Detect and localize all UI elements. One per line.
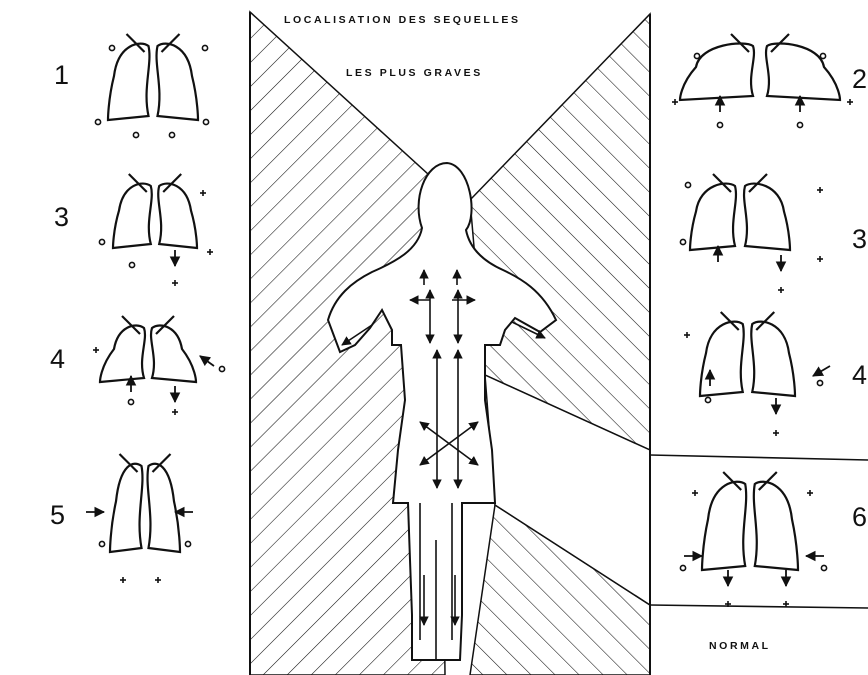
lung-sketch-1 bbox=[95, 34, 208, 138]
lung-sketch-3 bbox=[99, 174, 213, 286]
right-number-2: 3 bbox=[852, 224, 867, 255]
lung-sketch-4b bbox=[684, 312, 830, 436]
left-number-3: 4 bbox=[50, 344, 65, 375]
normal-label: NORMAL bbox=[709, 640, 771, 652]
lung-sketch-4 bbox=[93, 316, 225, 415]
lung-sketch-3b bbox=[680, 174, 823, 293]
right-number-1: 2 bbox=[852, 64, 867, 95]
right-number-3: 4 bbox=[852, 360, 867, 391]
left-number-2: 3 bbox=[54, 202, 69, 233]
left-number-1: 1 bbox=[54, 60, 69, 91]
lung-sketch-2 bbox=[672, 34, 853, 128]
diagram-title-line2: LES PLUS GRAVES bbox=[346, 67, 483, 79]
lung-sketch-6 bbox=[680, 472, 826, 607]
diagram-title-line1: LOCALISATION DES SEQUELLES bbox=[284, 14, 521, 26]
lung-sketch-5 bbox=[86, 454, 193, 583]
left-number-4: 5 bbox=[50, 500, 65, 531]
right-number-4: 6 bbox=[852, 502, 867, 533]
